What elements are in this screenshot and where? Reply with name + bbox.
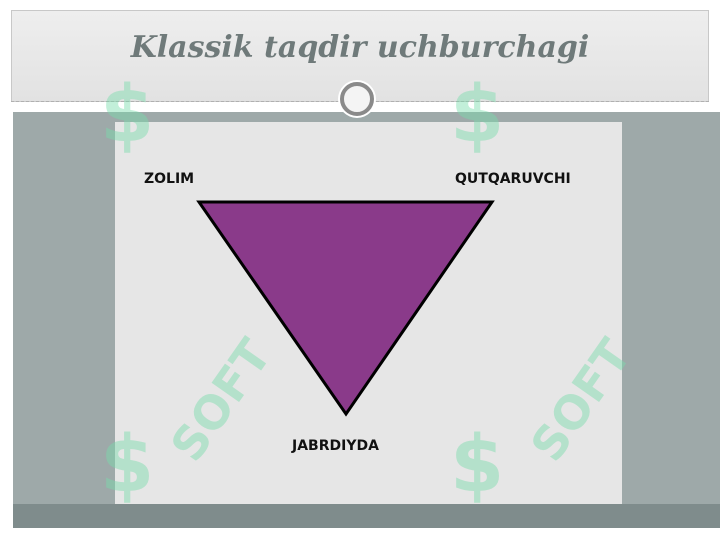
slide-title: Klassik taqdir uchburchagi xyxy=(130,30,590,65)
footer-strip xyxy=(13,504,720,528)
drama-triangle xyxy=(196,200,495,417)
vertex-label-jabrdiyda: JABRDIYDA xyxy=(292,438,379,454)
vertex-label-qutqaruvchi: QUTQARUVCHI xyxy=(455,171,571,187)
footer-edge xyxy=(0,528,720,540)
vertex-label-zolim: ZOLIM xyxy=(144,171,195,187)
left-margin-strip xyxy=(0,112,13,540)
circle-ornament-icon xyxy=(340,82,374,116)
